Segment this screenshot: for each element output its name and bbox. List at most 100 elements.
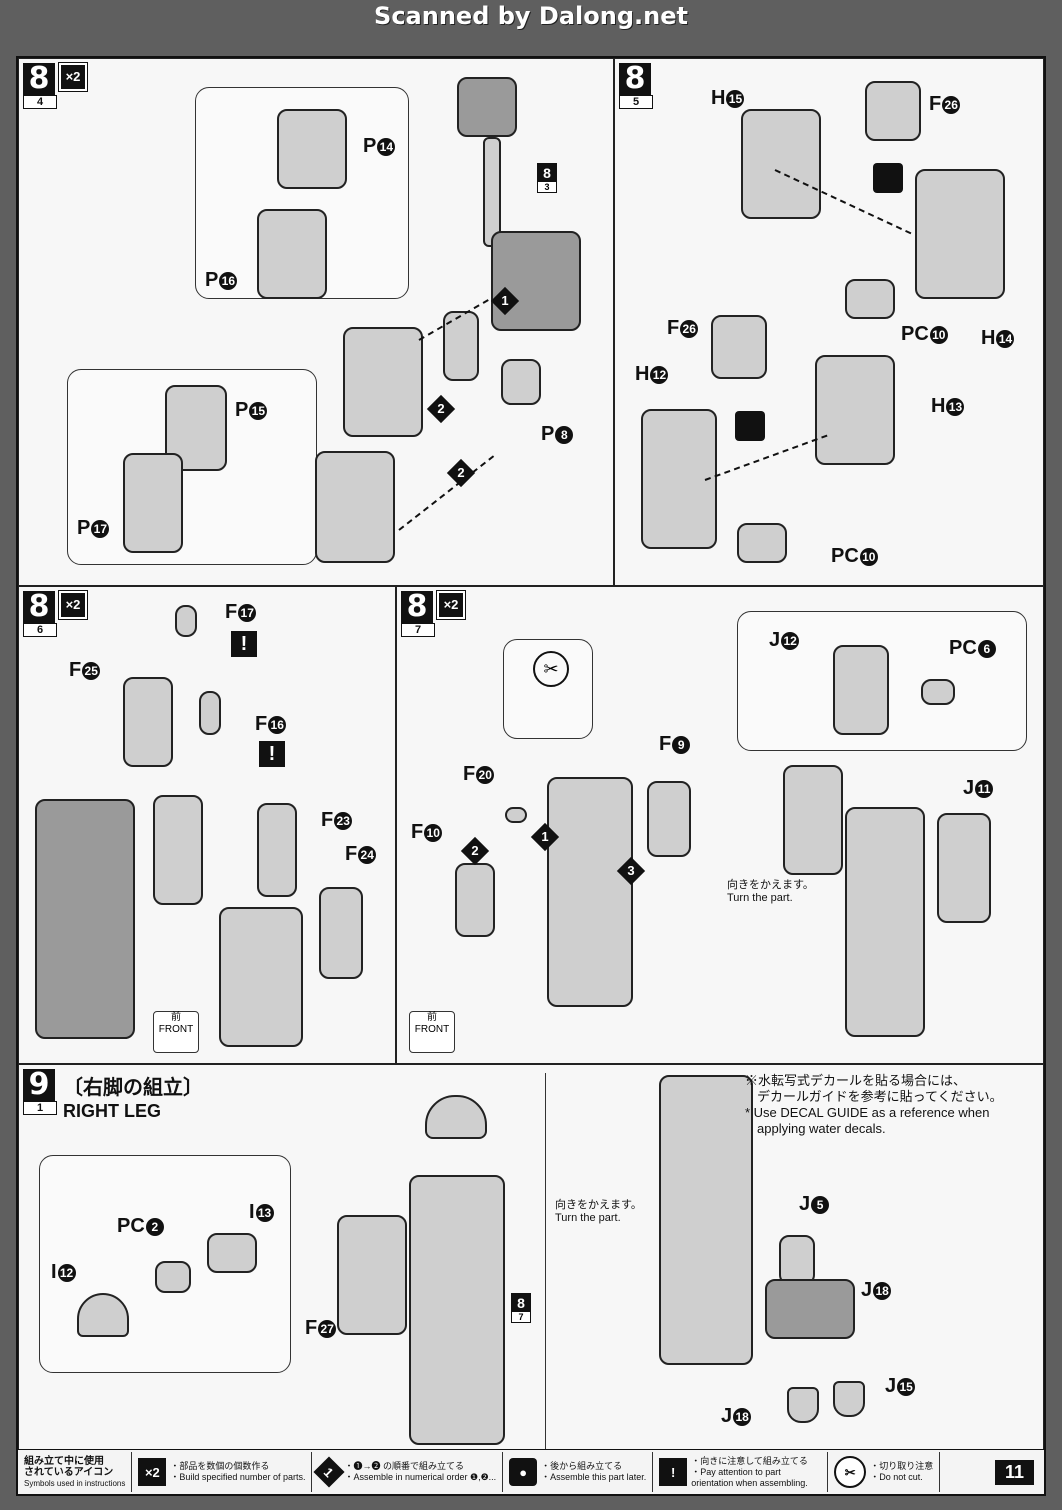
part-f10 <box>455 863 495 937</box>
part-j18-nozzle <box>787 1387 819 1423</box>
part-f9 <box>647 781 691 857</box>
legend-item-nocut: ✂ ・切り取り注意・Do not cut. <box>828 1452 941 1492</box>
part-i12 <box>77 1293 129 1337</box>
step-number: 8 <box>619 63 651 95</box>
multiply-icon: ×2 <box>138 1458 167 1486</box>
sequence-1-icon: 1 <box>530 822 560 852</box>
legend-title: 組み立て中に使用 されているアイコン Symbols used in instr… <box>18 1452 133 1492</box>
legend-item-multiply: ×2 ・部品を数個の個数作る・Build specified number of… <box>132 1452 313 1492</box>
part-j12-assembled <box>783 765 843 875</box>
part-f16 <box>199 691 221 735</box>
part-pc6 <box>921 679 955 705</box>
part-j5 <box>779 1235 815 1285</box>
part-leg-body <box>219 907 303 1047</box>
step-title-jp: 〔右脚の組立〕 <box>63 1077 203 1099</box>
detail-inset-nocut <box>503 639 593 739</box>
turn-part-note: 向きをかえます。Turn the part. <box>555 1199 642 1224</box>
assembly-arrow <box>704 434 828 481</box>
part-h15 <box>741 109 821 219</box>
part-leg-core <box>547 777 633 1007</box>
part-f25 <box>123 677 173 767</box>
part-h13 <box>815 355 895 465</box>
part-pc2 <box>155 1261 191 1293</box>
substep-number: 6 <box>23 623 57 637</box>
part-leg-assembly <box>409 1175 505 1445</box>
caution-icon: ! <box>659 1458 688 1486</box>
part-f26 <box>865 81 921 141</box>
part-leg-frame <box>35 799 135 1039</box>
do-not-cut-icon: ✂ <box>834 1456 867 1488</box>
legend-item-sequence: 1 ・❶→❷ の順番で組み立てる・Assemble in numerical o… <box>312 1452 504 1492</box>
multiply-icon: ×2 <box>58 590 88 620</box>
assembly-arrow <box>398 455 495 531</box>
part-f20 <box>505 807 527 823</box>
part-p16 <box>257 209 327 299</box>
part-knee-cap <box>425 1095 487 1139</box>
page-number: 11 <box>994 1459 1034 1485</box>
sequence-3-icon: 3 <box>616 856 646 886</box>
icon-legend: 組み立て中に使用 されているアイコン Symbols used in instr… <box>18 1449 1044 1494</box>
part-j12 <box>833 645 889 735</box>
caution-icon: ! <box>259 741 285 767</box>
part-lower-shell <box>315 451 395 563</box>
step-number: 8 <box>401 591 433 623</box>
part-thruster-block <box>765 1279 855 1339</box>
step-title-en: RIGHT LEG <box>63 1101 161 1121</box>
multiply-icon: ×2 <box>58 62 88 92</box>
part-h14 <box>915 169 1005 299</box>
part-lower-leg <box>659 1075 753 1365</box>
multiply-icon: ×2 <box>436 590 466 620</box>
assemble-later-icon: ● <box>509 1458 538 1486</box>
legend-item-orientation: ! ・向きに注意して組み立てる・Pay attention to part or… <box>653 1452 829 1492</box>
part-joint-block <box>491 231 581 331</box>
panel-divider <box>545 1073 546 1449</box>
step-number: 8 <box>23 63 55 95</box>
watermark-text: Scanned by Dalong.net <box>374 2 688 30</box>
part-pc10b <box>737 523 787 563</box>
assemble-later-icon <box>873 163 903 193</box>
part-leg-assembled <box>845 807 925 1037</box>
caution-icon: ! <box>231 631 257 657</box>
part-p15 <box>165 385 227 471</box>
part-p8 <box>501 359 541 405</box>
part-upper-assembly <box>457 77 517 137</box>
part-f27 <box>337 1215 407 1335</box>
step-number: 8 <box>23 591 55 623</box>
assemble-later-icon <box>735 411 765 441</box>
part-p14 <box>277 109 347 189</box>
